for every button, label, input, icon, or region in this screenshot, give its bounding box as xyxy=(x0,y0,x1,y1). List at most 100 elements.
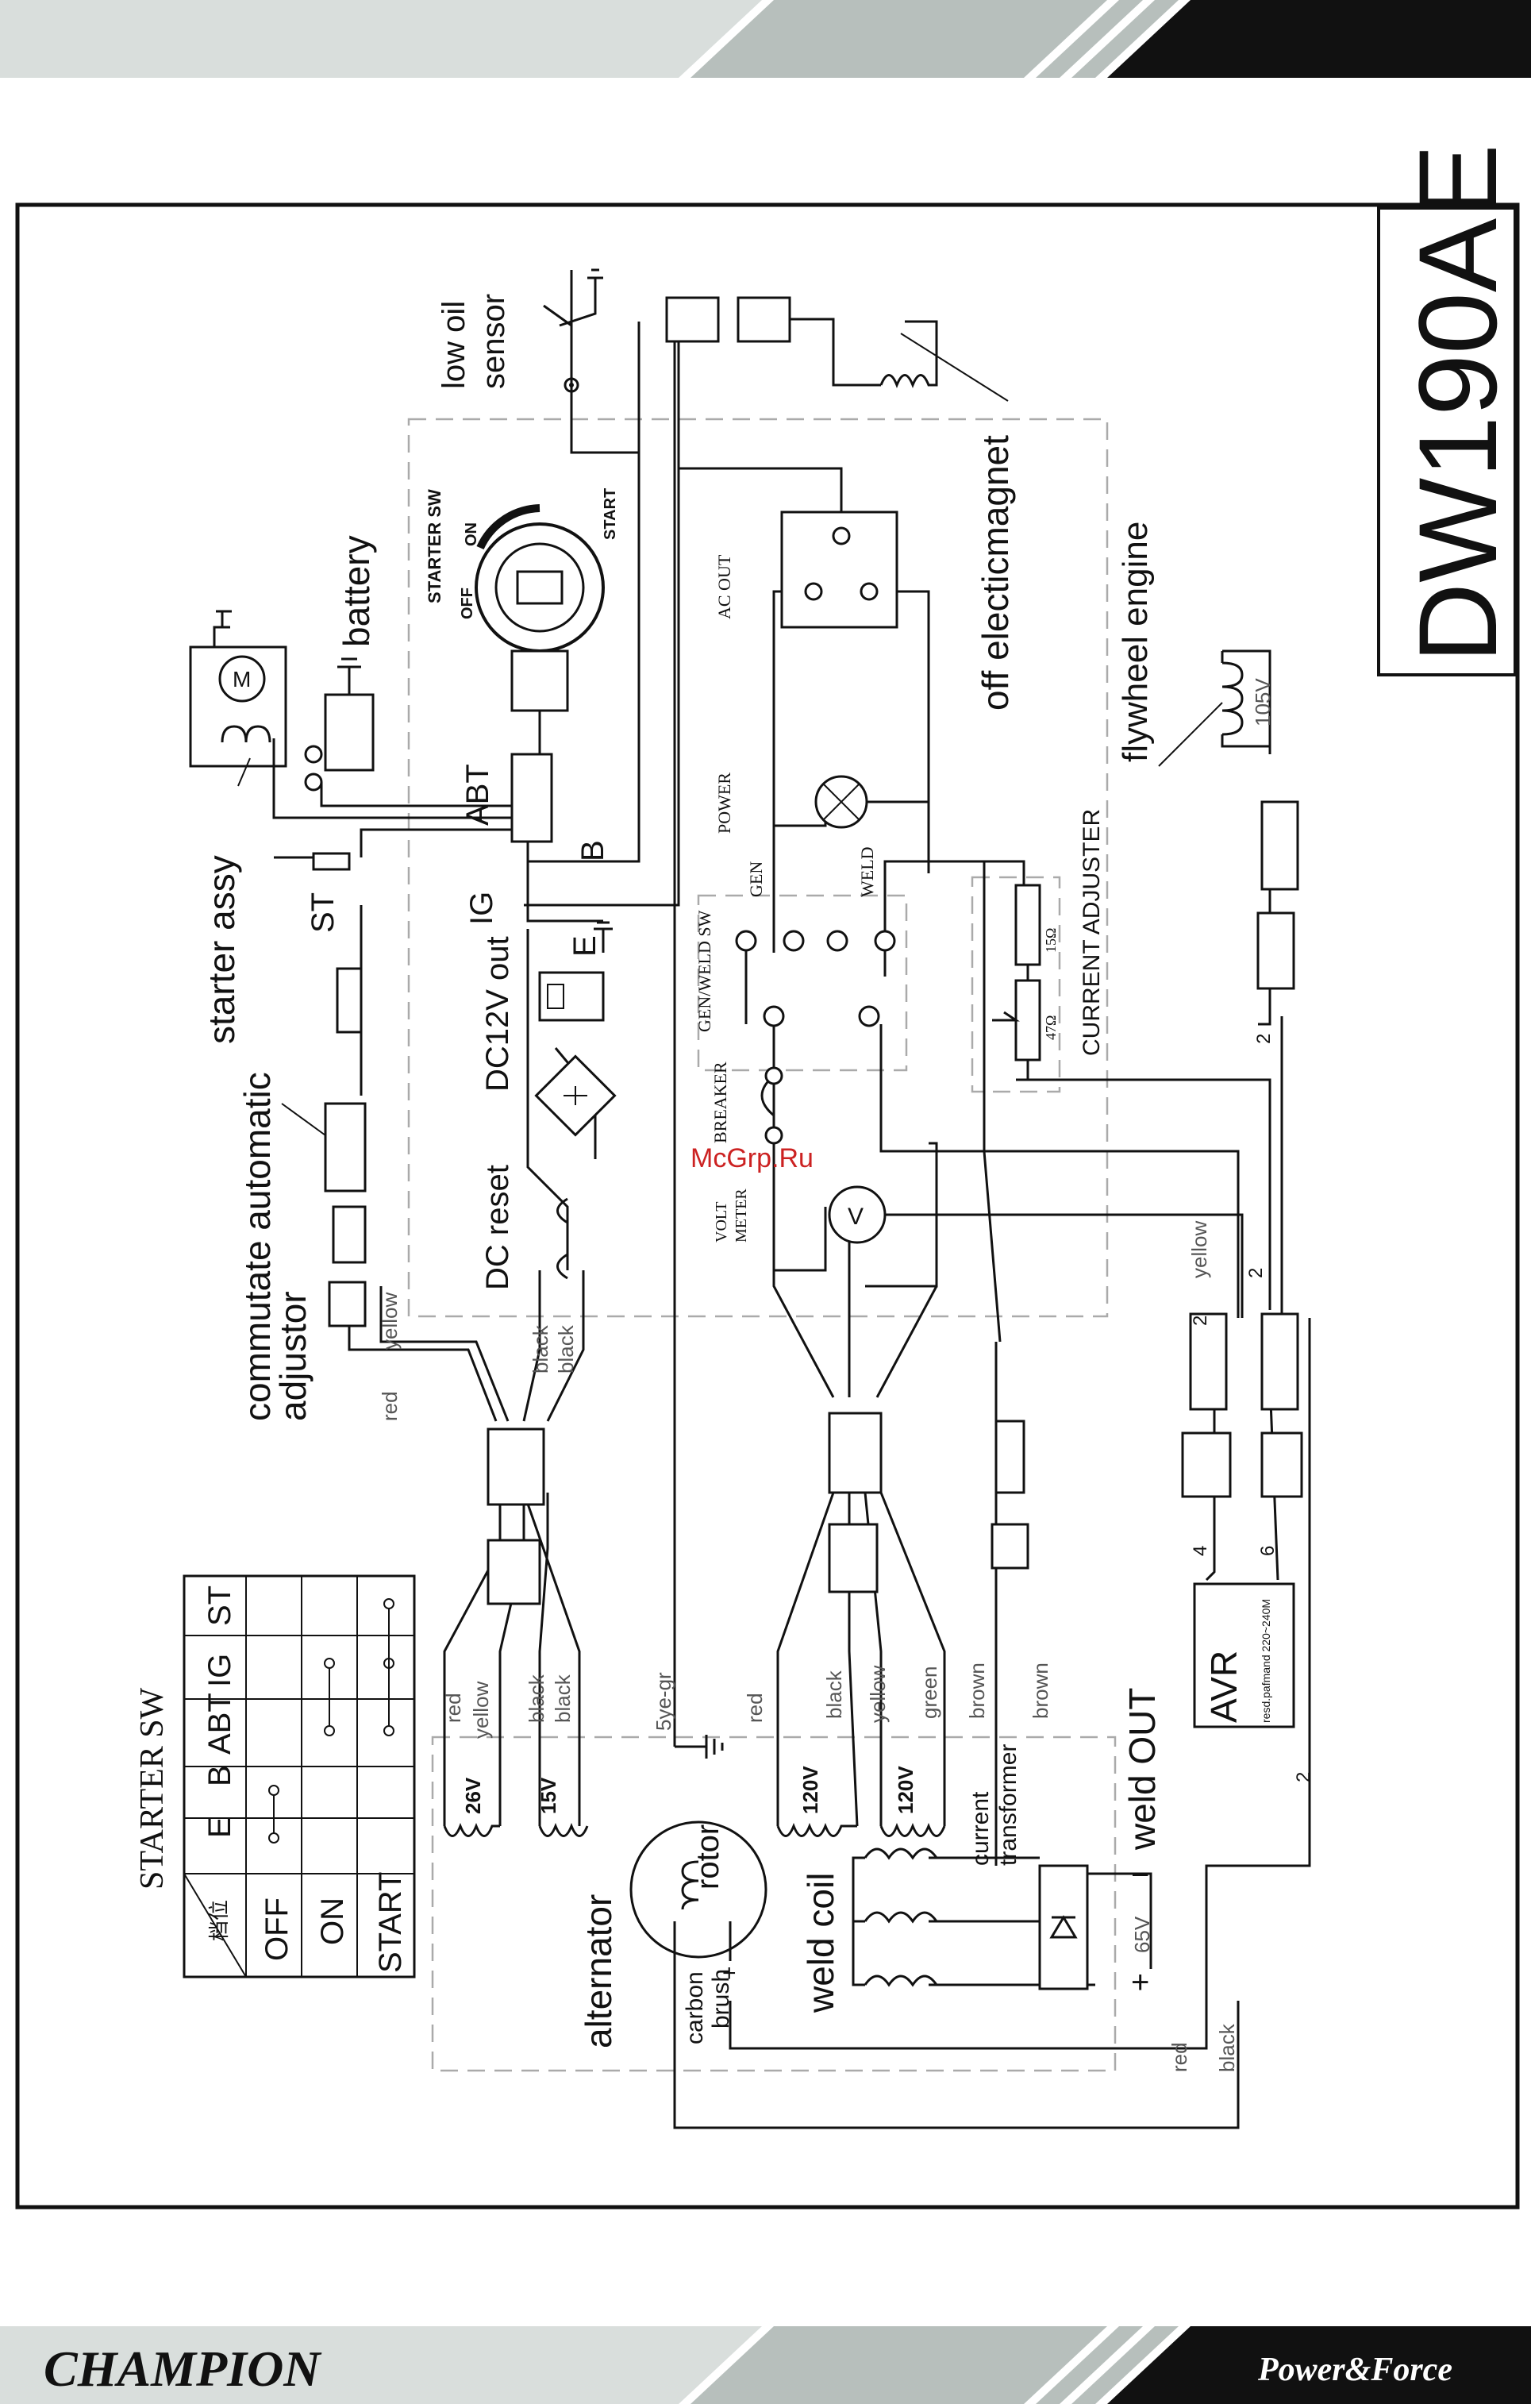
wire-red-label: red xyxy=(378,1391,402,1421)
footer-slogan: Power&Force xyxy=(1257,2352,1452,2388)
wire-yellow-label: yellow xyxy=(469,1682,493,1739)
breaker-contact xyxy=(764,1066,783,1085)
connector-right-4 xyxy=(1260,1431,1303,1498)
wire-number: 2 xyxy=(1293,1772,1314,1782)
starter-sw-table xyxy=(183,1574,416,1978)
st-label: ST xyxy=(306,892,340,933)
current-adjuster xyxy=(992,884,1041,1080)
weld-coil-label: weld coil xyxy=(800,1873,841,2013)
v65-label: 65V xyxy=(1130,1916,1154,1953)
footer-dark-band xyxy=(1107,2326,1531,2404)
starter-motor: M xyxy=(189,610,287,787)
header-mid-band xyxy=(690,0,1107,78)
wire-yellow-label: yellow xyxy=(866,1666,890,1723)
header-stripe xyxy=(1071,0,1179,78)
wire-black-label: black xyxy=(525,1674,548,1723)
model-title-box xyxy=(1377,206,1517,676)
wire-brown-label: brown xyxy=(1029,1662,1052,1719)
wire-yellow-label: yellow xyxy=(1187,1221,1211,1278)
volt-meter-label-1: VOLT xyxy=(713,1202,730,1243)
carbon-brush-label-1: carbon xyxy=(682,1971,708,2044)
wire-black-label: black xyxy=(529,1324,552,1374)
watermark: McGrp.Ru xyxy=(690,1143,814,1173)
rotor-label: rotor xyxy=(690,1824,725,1890)
gen-weld-switch xyxy=(735,930,896,1027)
current-transformer-label-2: transformer xyxy=(995,1744,1021,1866)
commutate-label-2: adjustor xyxy=(272,1291,314,1421)
wire-black-label: black xyxy=(1215,2023,1239,2072)
wire-red-label: red xyxy=(441,1693,465,1723)
volt-meter-label-2: METER xyxy=(733,1189,750,1243)
footer-mid-band xyxy=(690,2326,1107,2404)
ground-icon xyxy=(675,1735,724,1759)
alternator-coils xyxy=(443,1822,946,1837)
harness-connector-center xyxy=(828,1412,883,1494)
footer-stripe xyxy=(1071,2326,1179,2404)
transformer-lead-connector xyxy=(991,1523,1029,1570)
flywheel-engine-label: flywheel engine xyxy=(1116,522,1155,762)
ig-label: IG xyxy=(464,892,499,925)
off-electromagnet-label: off electicmagnet xyxy=(975,435,1016,711)
starter-sw-table-corner: 档位 xyxy=(208,1900,231,1941)
carbon-brush-label-2: brush xyxy=(708,1969,734,2028)
wire-number: 2 xyxy=(1253,1034,1275,1044)
weld-plus-label: + xyxy=(1131,1965,1149,2000)
v120a-label: 120V xyxy=(798,1766,822,1814)
model-title: DW190AE xyxy=(1395,144,1520,663)
transformer-lead-box xyxy=(994,1420,1025,1494)
starter-sw-col-e: E xyxy=(202,1817,237,1838)
control-panel-outline xyxy=(407,418,1109,1318)
starter-start-label: START xyxy=(602,488,619,540)
starter-sw-col-abt: ABT xyxy=(202,1693,237,1755)
header-stripe xyxy=(1036,0,1143,78)
v105-label: 105V xyxy=(1251,678,1275,726)
harness-connector-left xyxy=(487,1427,545,1506)
flywheel-coil xyxy=(1158,651,1299,990)
current-adjuster-outline xyxy=(971,876,1061,1093)
abt-connector xyxy=(510,753,553,843)
starter-off-label: OFF xyxy=(459,588,476,619)
starter-sw-label: STARTER SW xyxy=(425,489,444,603)
abt-label: ABT xyxy=(460,764,495,826)
volt-meter xyxy=(828,1185,887,1244)
e-label: E xyxy=(567,935,602,957)
breaker-contact xyxy=(764,1126,783,1145)
connector-top-right xyxy=(737,296,791,343)
weld-coil xyxy=(852,1847,938,1987)
low-oil-sensor-label-1: low oil xyxy=(437,301,471,389)
connector-top-left xyxy=(665,296,720,343)
harness-connector-left-b xyxy=(487,1539,541,1605)
wire-black-label: black xyxy=(822,1670,846,1719)
diagram-frame xyxy=(15,202,1520,2210)
starter-sw-col-ig: IG xyxy=(202,1654,237,1687)
starter-sw-table-title: STARTER SW xyxy=(134,1687,171,1890)
weld-out-label: weld OUT xyxy=(1121,1688,1163,1851)
battery-label: battery xyxy=(336,535,377,647)
power-label: POWER xyxy=(714,772,734,834)
current-transformer-label-1: current xyxy=(967,1791,994,1866)
volt-meter-symbol: V xyxy=(848,1204,864,1230)
alternator-outline xyxy=(431,1736,1117,2072)
footer-light-band xyxy=(0,2326,762,2404)
r47-label: 47Ω xyxy=(1043,1015,1059,1040)
starter-sw-col-b: B xyxy=(202,1765,237,1786)
avr-label: AVR xyxy=(1203,1651,1244,1723)
dc-reset-label: DC reset xyxy=(480,1165,515,1290)
st-terminal xyxy=(312,852,351,871)
starter-sw-row-on: ON xyxy=(315,1898,350,1945)
breaker-label: BREAKER xyxy=(710,1061,730,1143)
ac-out-label: AC OUT xyxy=(714,554,734,619)
connector-right-1 xyxy=(1189,1312,1228,1411)
starter-switch xyxy=(475,504,605,712)
starter-on-label: ON xyxy=(463,522,480,546)
avr-sub-label: resd.pafmand 220~240M xyxy=(1260,1599,1272,1723)
wire-number: 2 xyxy=(1190,1316,1211,1326)
harness-connector-center-b xyxy=(828,1523,879,1593)
starter-sw-col-st: ST xyxy=(202,1585,237,1626)
weld-minus-label: − xyxy=(1131,1858,1149,1893)
commutate-adjustor xyxy=(281,967,367,1327)
weld-rectifier xyxy=(1038,1864,1089,1990)
connector-right-3 xyxy=(1181,1431,1232,1498)
